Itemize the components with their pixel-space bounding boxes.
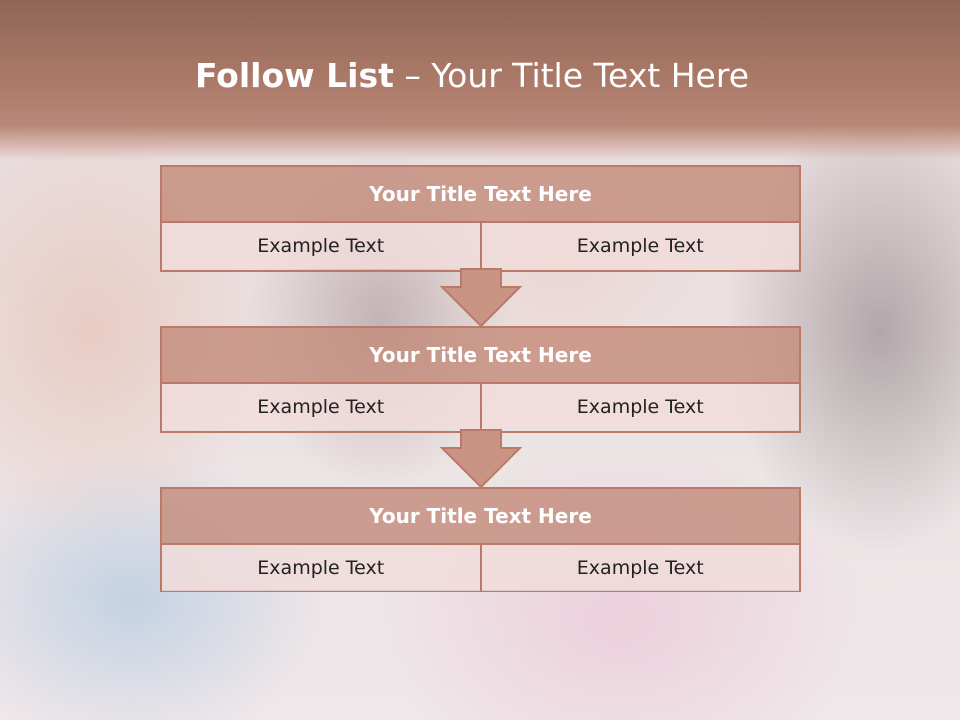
header-band: [0, 0, 960, 160]
down-arrow-icon: [440, 268, 522, 328]
slide-title-bold: Follow List: [194, 56, 394, 95]
slide-title-separator: –: [393, 56, 432, 95]
step-cell-left: Example Text: [162, 223, 480, 269]
step-box-1: Your Title Text Here Example Text Exampl…: [160, 165, 801, 272]
step-title: Your Title Text Here: [162, 489, 799, 545]
step-cell-right: Example Text: [479, 384, 799, 430]
slide-title: Follow List – Your Title Text Here: [0, 52, 944, 100]
step-row: Example Text Example Text: [162, 223, 799, 269]
slide-title-rest: Your Title Text Here: [431, 56, 750, 95]
down-arrow-icon: [440, 429, 522, 489]
step-title: Your Title Text Here: [162, 328, 799, 384]
step-cell-right: Example Text: [479, 223, 799, 269]
step-title: Your Title Text Here: [162, 167, 799, 223]
step-box-3: Your Title Text Here Example Text Exampl…: [160, 487, 801, 592]
step-cell-left: Example Text: [162, 545, 480, 591]
step-row: Example Text Example Text: [162, 384, 799, 430]
step-cell-right: Example Text: [479, 545, 799, 591]
step-cell-left: Example Text: [162, 384, 480, 430]
step-row: Example Text Example Text: [162, 545, 799, 591]
step-box-2: Your Title Text Here Example Text Exampl…: [160, 326, 801, 433]
